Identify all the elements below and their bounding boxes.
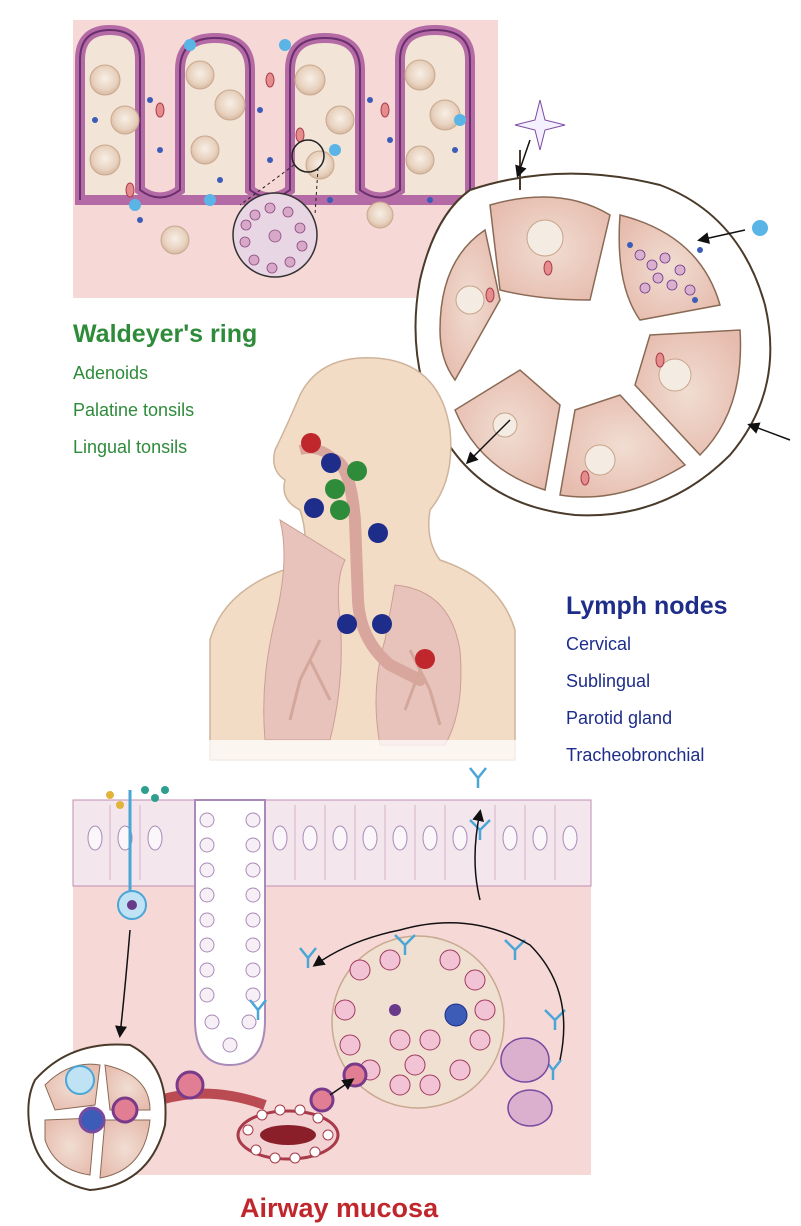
waldeyer-ring-title: Waldeyer's ring — [73, 320, 257, 349]
lymph-item-sublingual: Sublingual — [566, 670, 704, 707]
lymph-item-parotid-gland: Parotid gland — [566, 707, 704, 744]
waldeyer-ring-list: Adenoids Palatine tonsils Lingual tonsil… — [73, 362, 194, 473]
lymph-item-tracheobronchial: Tracheobronchial — [566, 744, 704, 781]
waldeyer-item-lingual-tonsils: Lingual tonsils — [73, 436, 194, 473]
waldeyer-item-palatine-tonsils: Palatine tonsils — [73, 399, 194, 436]
airway-mucosa-title: Airway mucosa — [240, 1193, 438, 1224]
waldeyer-item-adenoids: Adenoids — [73, 362, 194, 399]
lymph-nodes-title: Lymph nodes — [566, 592, 728, 621]
lymph-nodes-list: Cervical Sublingual Parotid gland Trache… — [566, 633, 704, 781]
epithelium-layer — [73, 800, 591, 886]
lymph-item-cervical: Cervical — [566, 633, 704, 670]
